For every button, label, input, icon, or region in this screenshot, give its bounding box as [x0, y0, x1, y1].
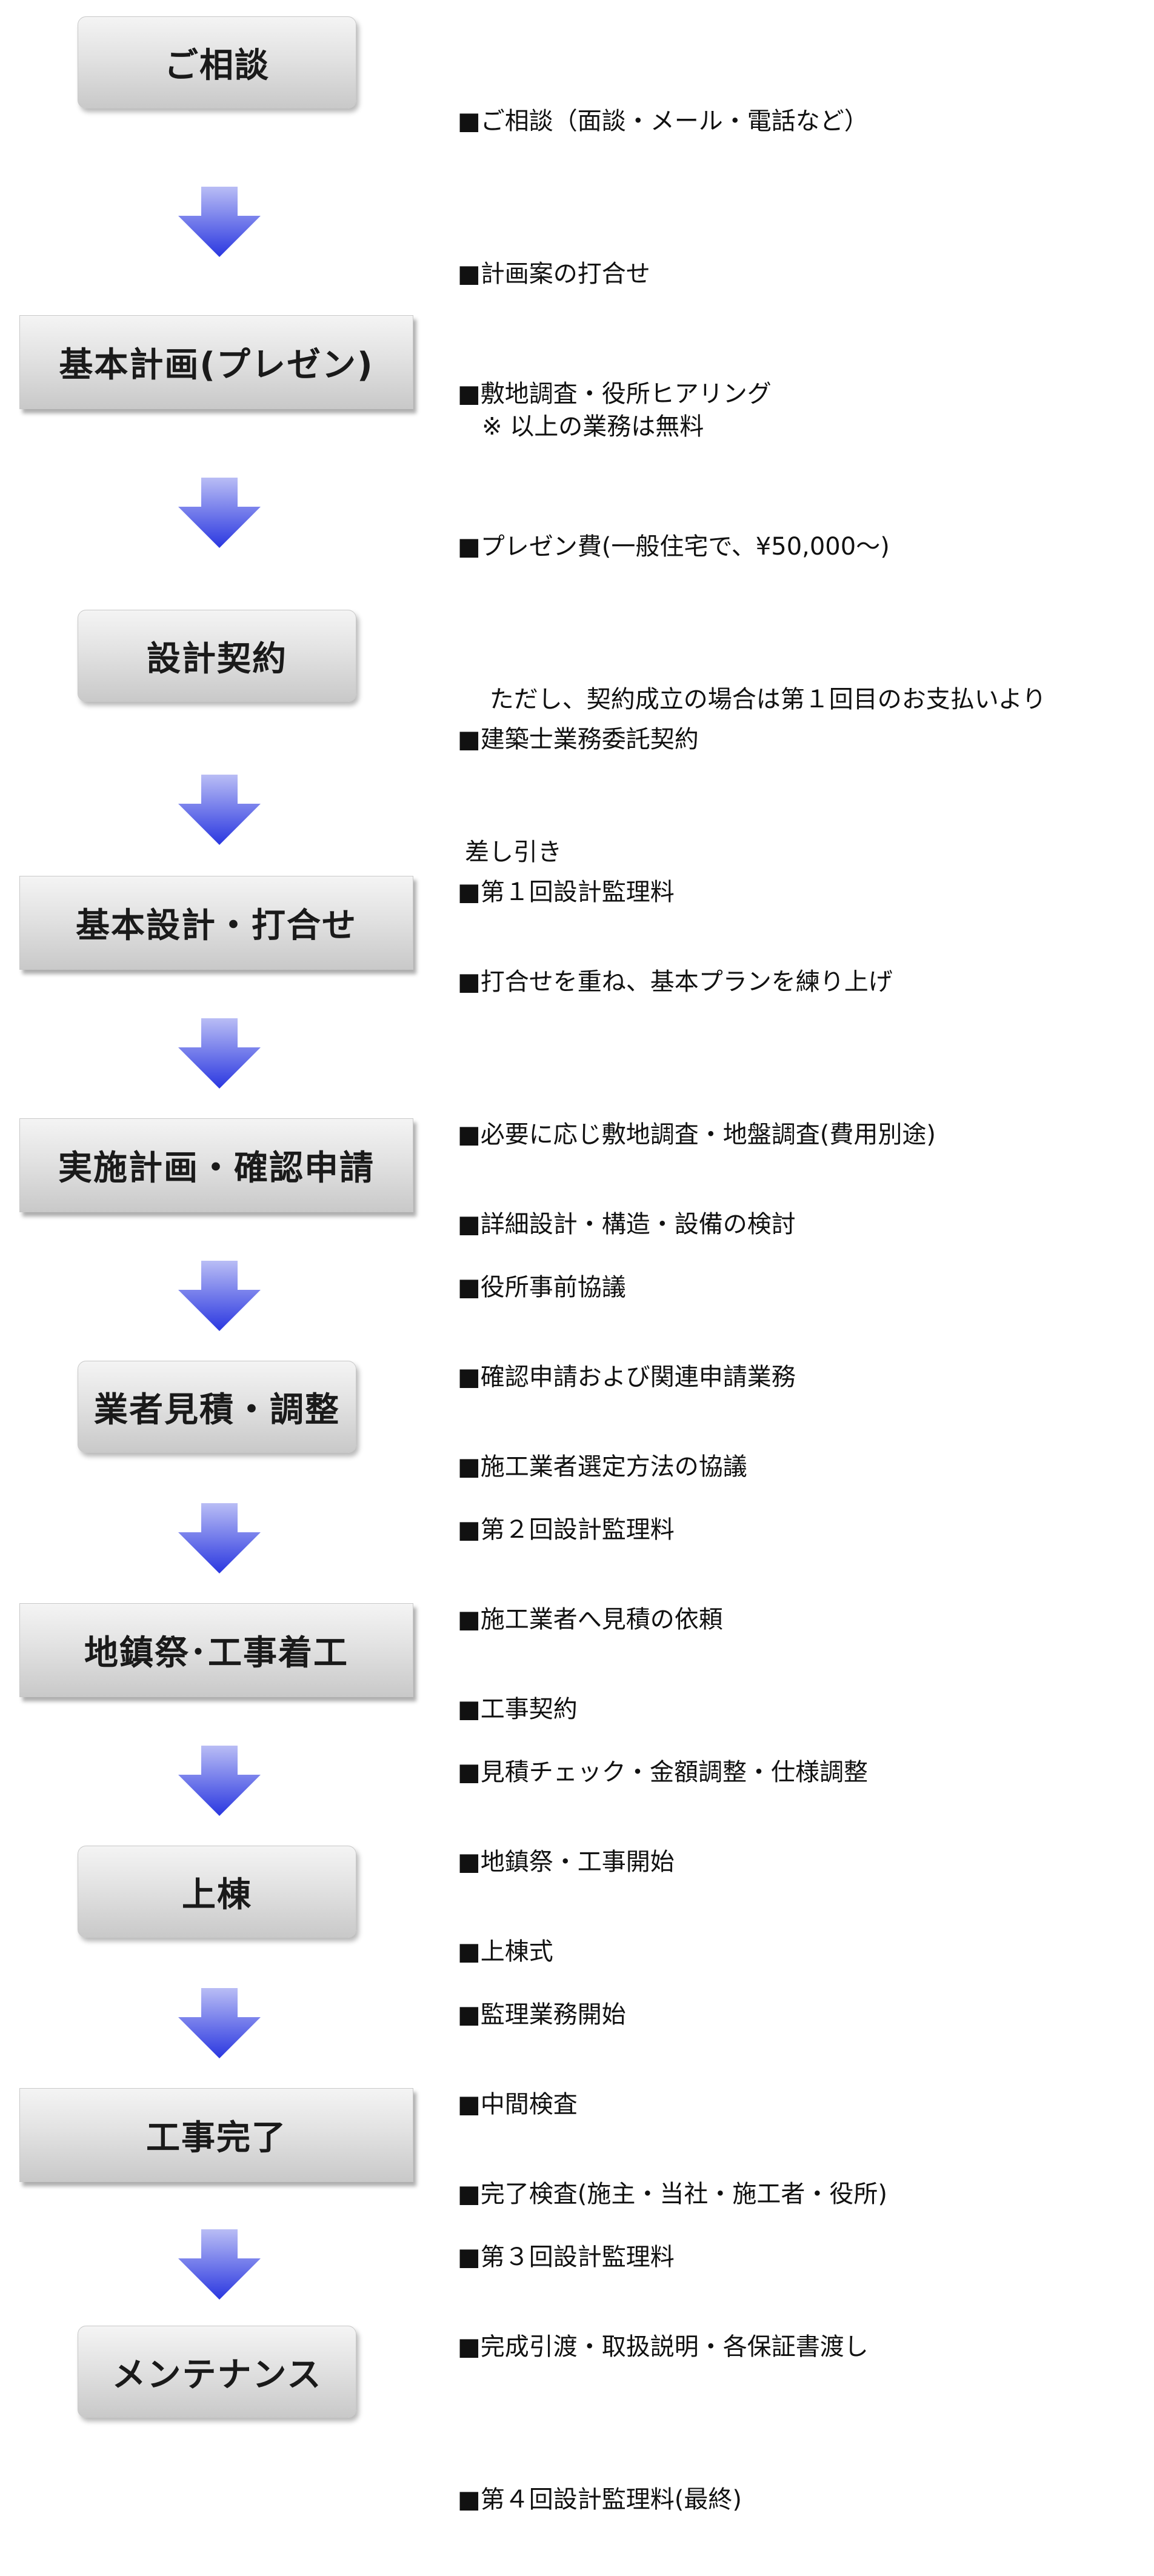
- down-arrow-icon: [178, 1503, 261, 1573]
- step-description-implementation: ■詳細設計・構造・設備の検討 ■確認申請および関連申請業務 ■第２回設計監理料: [458, 1097, 796, 1606]
- step-label-design-contract: 設計契約: [147, 639, 287, 679]
- step-label-completion: 工事完了: [146, 2118, 287, 2158]
- step-description-basic-design: ■打合せを重ね、基本プランを練り上げ ■必要に応じ敷地調査・地盤調査(費用別途)…: [458, 855, 936, 1364]
- step-description-groundbreaking: ■工事契約 ■地鎮祭・工事開始 ■監理業務開始: [458, 1582, 675, 2091]
- description-note: ※ 以上の業務は無料: [458, 413, 704, 441]
- down-arrow-icon: [178, 187, 261, 257]
- step-box-design-contract: 設計契約: [78, 610, 356, 702]
- down-arrow-icon: [178, 1746, 261, 1816]
- description-line: ■中間検査: [458, 2090, 578, 2118]
- description-line: ■完成引渡・取扱説明・各保証書渡し: [458, 2333, 869, 2361]
- step-description-completion: ■完了検査(施主・当社・施工者・役所) ■完成引渡・取扱説明・各保証書渡し ■第…: [458, 2067, 887, 2576]
- description-line: ■第２回設計監理料: [458, 1516, 675, 1544]
- description-line: ■監理業務開始: [458, 2001, 626, 2029]
- description-line: ■必要に応じ敷地調査・地盤調査(費用別途): [458, 1121, 936, 1149]
- down-arrow-icon: [178, 775, 261, 845]
- description-line: ■プレゼン費(一般住宅で、¥50,000～): [458, 533, 890, 561]
- description-line: ■工事契約: [458, 1695, 578, 1723]
- description-line: ■役所事前協議: [458, 1273, 626, 1301]
- step-box-basic-design: 基本設計・打合せ: [19, 876, 413, 970]
- step-label-basic-design: 基本設計・打合せ: [76, 906, 357, 946]
- description-line: ■確認申請および関連申請業務: [458, 1363, 796, 1391]
- step-box-maintenance: メンテナンス: [78, 2326, 356, 2418]
- down-arrow-icon: [178, 1988, 261, 2058]
- description-line: ■建築士業務委託契約: [458, 726, 699, 753]
- description-line: ■見積チェック・金額調整・仕様調整: [458, 1758, 868, 1786]
- step-label-basic-plan: 基本計画(プレゼン): [59, 345, 374, 385]
- step-label-maintenance: メンテナンス: [112, 2355, 322, 2395]
- step-description-basic-plan: ■敷地調査・役所ヒアリング ■プレゼン費(一般住宅で、¥50,000～) ただし…: [458, 267, 1046, 929]
- step-box-implementation: 実施計画・確認申請: [19, 1118, 413, 1212]
- step-box-framing: 上棟: [78, 1846, 356, 1938]
- description-line: ■地鎮祭・工事開始: [458, 1848, 675, 1876]
- step-label-consultation: ご相談: [164, 45, 270, 85]
- description-line: ■完了検査(施主・当社・施工者・役所): [458, 2180, 888, 2208]
- step-label-implementation: 実施計画・確認申請: [58, 1149, 375, 1188]
- step-label-estimate: 業者見積・調整: [94, 1390, 340, 1430]
- step-box-estimate: 業者見積・調整: [78, 1361, 356, 1453]
- description-line: ■第４回設計監理料(最終): [458, 2486, 742, 2514]
- down-arrow-icon: [178, 2229, 261, 2300]
- description-line: ■計画案の打合せ: [458, 260, 650, 288]
- description-line: ■打合せを重ね、基本プランを練り上げ: [458, 968, 893, 996]
- step-description-estimate: ■施工業者選定方法の協議 ■施工業者へ見積の依頼 ■見積チェック・金額調整・仕様…: [458, 1340, 868, 1849]
- step-label-groundbreaking: 地鎮祭･工事着工: [84, 1633, 349, 1673]
- step-box-basic-plan: 基本計画(プレゼン): [19, 315, 413, 409]
- description-line: ■上棟式: [458, 1938, 553, 1966]
- step-description-design-contract: ■建築士業務委託契約 ■第１回設計監理料: [458, 612, 699, 969]
- step-description-framing: ■上棟式 ■中間検査 ■第３回設計監理料: [458, 1824, 675, 2334]
- description-line: ただし、契約成立の場合は第１回目のお支払いより: [458, 686, 1047, 713]
- description-line: ■ご相談（面談・メール・電話など）: [458, 107, 869, 135]
- step-box-groundbreaking: 地鎮祭･工事着工: [19, 1603, 413, 1697]
- description-line: ■詳細設計・構造・設備の検討: [458, 1210, 796, 1238]
- step-box-consultation: ご相談: [78, 16, 356, 108]
- down-arrow-icon: [178, 478, 261, 548]
- step-label-framing: 上棟: [182, 1875, 252, 1915]
- description-line: ■第３回設計監理料: [458, 2243, 675, 2271]
- down-arrow-icon: [178, 1018, 261, 1089]
- description-line: ■敷地調査・役所ヒアリング: [458, 380, 772, 408]
- description-line: 差し引き: [465, 838, 562, 866]
- step-box-completion: 工事完了: [19, 2088, 413, 2182]
- description-line: ■第１回設計監理料: [458, 878, 675, 906]
- down-arrow-icon: [178, 1261, 261, 1331]
- description-line: ■施工業者選定方法の協議: [458, 1453, 747, 1481]
- description-line: ■施工業者へ見積の依頼: [458, 1606, 723, 1633]
- step-description-consultation: ■ご相談（面談・メール・電話など） ■計画案の打合せ ※ 以上の業務は無料: [458, 0, 869, 503]
